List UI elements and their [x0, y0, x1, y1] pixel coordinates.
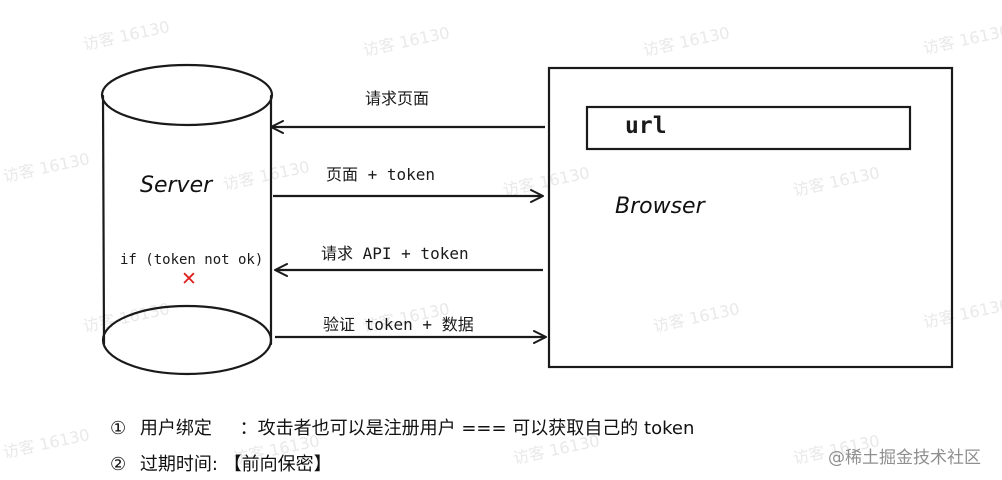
credit-watermark: @稀土掘金技术社区 — [828, 448, 981, 468]
browser-frame — [547, 66, 954, 369]
arrow-label-request-page: 请求页面 — [365, 89, 430, 108]
arrow-label-page-token: 页面 + token — [326, 165, 436, 184]
note-1-text: ：攻击者也可以是注册用户 === 可以获取自己的 token — [239, 418, 695, 439]
server-condition: if (token not ok) — [120, 252, 264, 268]
server-title: Server — [140, 173, 213, 198]
note-2: ② 过期时间: 【前向保密】 — [110, 450, 332, 476]
note-2-marker: ② — [110, 454, 127, 475]
note-1: ① 用户绑定 ：攻击者也可以是注册用户 === 可以获取自己的 token — [110, 414, 694, 440]
url-bar-frame — [585, 105, 912, 151]
arrow-label-request-api: 请求 API + token — [321, 244, 469, 263]
browser-title: Browser — [615, 194, 705, 219]
note-1-marker: ① — [110, 418, 127, 439]
fail-x-icon: ✕ — [181, 268, 197, 290]
cylinder-top-ellipse — [100, 63, 274, 127]
note-2-label: 过期时间: — [139, 454, 218, 475]
note-1-label: 用户绑定 — [139, 418, 212, 439]
browser-window — [547, 66, 954, 369]
cylinder-left-side — [101, 94, 106, 346]
note-2-text: 【前向保密】 — [223, 454, 332, 475]
url-label: url — [625, 113, 667, 139]
server-cylinder — [100, 63, 274, 376]
arrow-label-verify: 验证 token + 数据 — [323, 315, 474, 334]
cylinder-bottom-ellipse — [101, 304, 273, 376]
